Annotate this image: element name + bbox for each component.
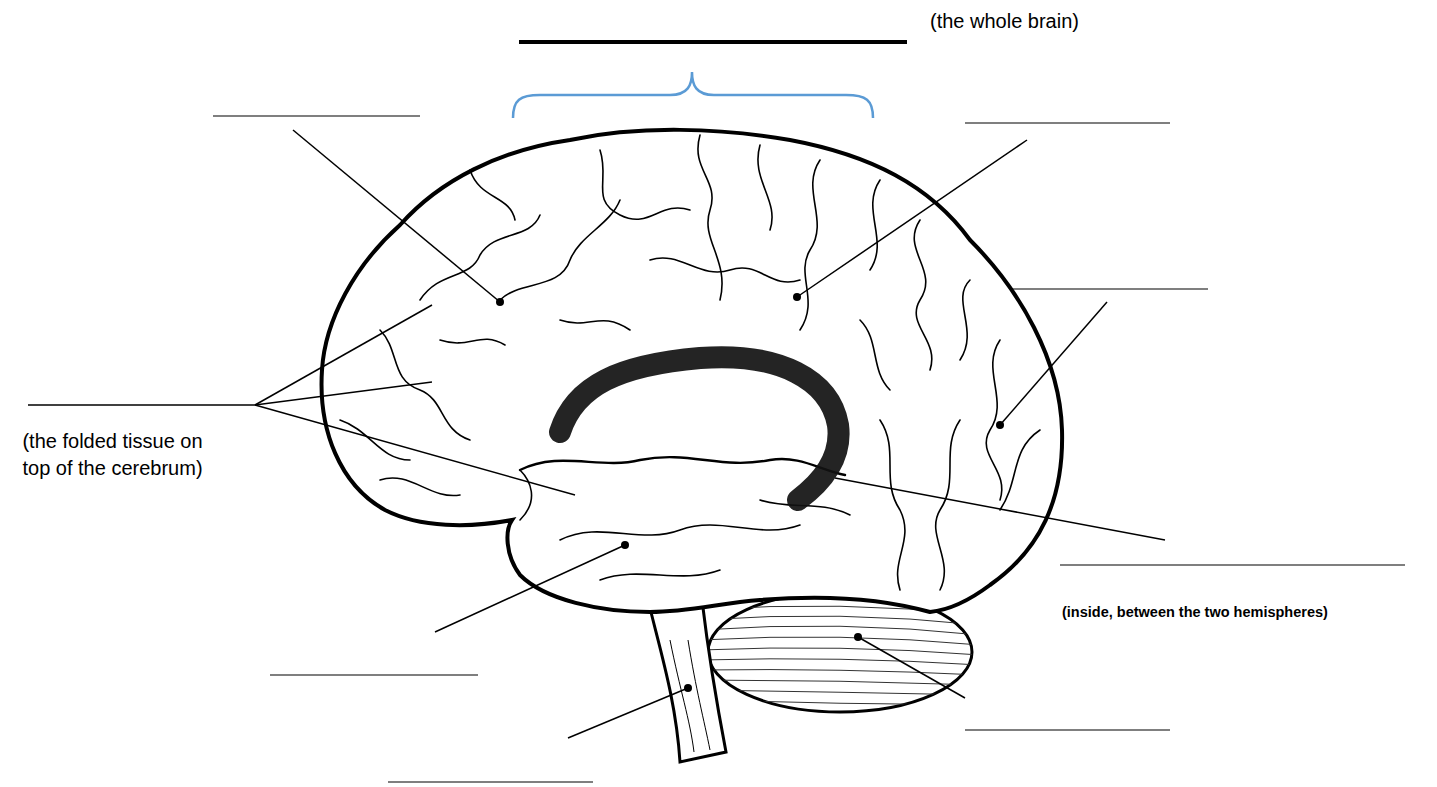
answer-blank [270,674,478,675]
answer-blanks [28,42,1405,782]
note-label: (the folded tissue on top of the cerebru… [20,428,205,482]
answer-blank [1003,288,1208,289]
brace-bracket [513,72,873,118]
brainstem [648,600,726,762]
note-label: (the whole brain) [930,8,1190,35]
brain-gyri [340,135,1040,590]
leader-lines [255,130,1165,738]
answer-blank [1060,564,1405,565]
answer-blank [519,40,907,44]
cerebrum-outline [322,130,1063,612]
answer-blank [388,781,593,782]
note-label: (inside, between the two hemispheres) [1062,603,1434,623]
corpus-callosum-band [560,357,839,500]
answer-blank [965,729,1170,730]
answer-blank [965,122,1170,123]
answer-blank [213,115,420,116]
answer-blank [28,404,255,406]
leader-dots [496,293,1004,692]
